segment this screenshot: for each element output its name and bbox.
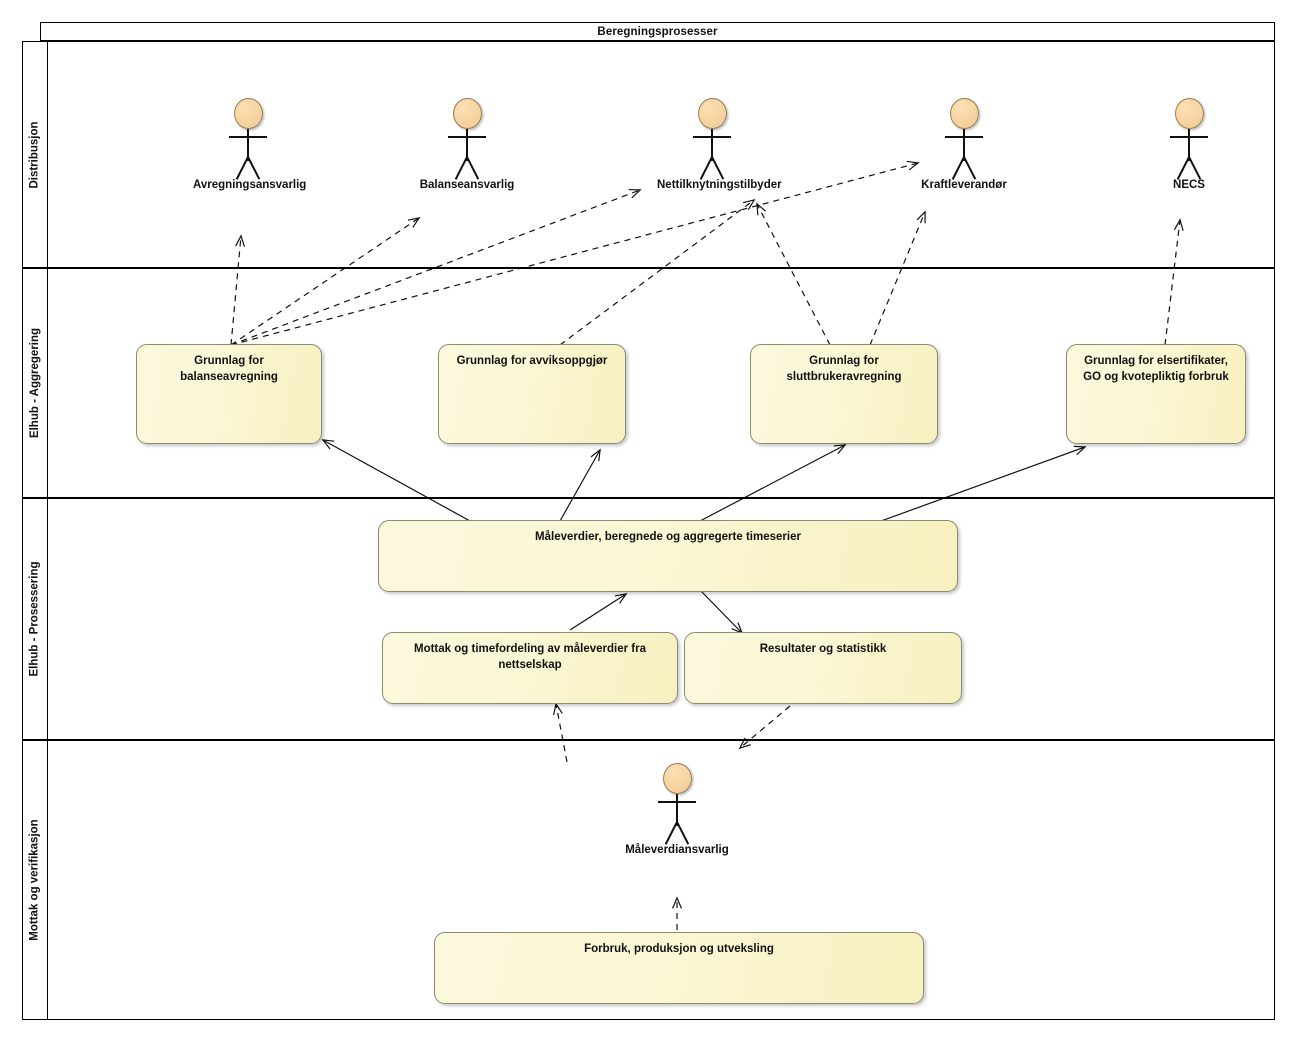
edge-mottak-maleverdier	[569, 593, 628, 631]
edge-balanseavregning-fanout	[230, 160, 920, 346]
actor-label: Kraftleverandør	[921, 179, 1007, 191]
actor-label: NECS	[1173, 179, 1205, 191]
actor-head-icon	[1174, 98, 1204, 129]
actor-label: Avregningsansvarlig	[193, 179, 307, 191]
node-balanseavregning[interactable]: Grunnlag for balanseavregning	[136, 344, 322, 444]
actor-balanseansvarlig[interactable]: Balanseansvarlig	[412, 98, 522, 191]
actor-label: Måleverdiansvarlig	[625, 844, 729, 856]
actor-head-icon	[697, 98, 727, 129]
actor-body-icon	[1159, 129, 1219, 181]
actor-body-icon	[647, 794, 707, 846]
node-label: Resultater og statistikk	[759, 643, 887, 655]
node-label: Grunnlag for balanseavregning	[180, 355, 278, 383]
actor-necs[interactable]: NECS	[1134, 98, 1244, 191]
actor-body-icon	[682, 129, 742, 181]
actor-body-icon	[437, 129, 497, 181]
actor-body-icon	[218, 129, 278, 181]
node-maleverdier[interactable]: Måleverdier, beregnede og aggregerte tim…	[378, 520, 958, 592]
node-forbruk[interactable]: Forbruk, produksjon og utveksling	[434, 932, 924, 1004]
diagram-title: Beregningsprosesser	[40, 22, 1275, 41]
actor-avregningsansvarlig[interactable]: Avregningsansvarlig	[193, 98, 307, 191]
lane-header-verifikasjon: Mottak og verifikasjon	[22, 740, 48, 1020]
lane-label-aggregering: Elhub - Aggregering	[29, 327, 42, 439]
edge-sluttbruker-nettilknytning	[756, 202, 831, 346]
node-label: Måleverdier, beregnede og aggregerte tim…	[535, 531, 801, 543]
node-resultater[interactable]: Resultater og statistikk	[684, 632, 962, 704]
actor-label: Balanseansvarlig	[419, 179, 515, 191]
edge-maleverdiansvarlig-mottak	[553, 702, 568, 763]
edge-maleverdier-elsertifikater	[869, 445, 1087, 526]
edge-sluttbruker-kraftleverandor	[869, 210, 926, 346]
lane-label-distribusjon: Distribusjon	[29, 120, 41, 189]
node-sluttbrukeravregning[interactable]: Grunnlag for sluttbrukeravregning	[750, 344, 938, 444]
node-label: Grunnlag for avviksoppgjør	[456, 355, 608, 367]
actor-head-icon	[233, 98, 263, 129]
edge-maleverdier-resultater	[699, 589, 744, 635]
actor-body-icon	[934, 129, 994, 181]
lane-label-verifikasjon: Mottak og verifikasjon	[29, 819, 42, 941]
lane-header-aggregering: Elhub - Aggregering	[22, 268, 48, 498]
edge-avviksoppgjor-nettilknytning	[559, 198, 756, 346]
node-label: Grunnlag for sluttbrukeravregning	[786, 355, 902, 383]
actor-maleverdiansvarlig[interactable]: Måleverdiansvarlig	[622, 763, 732, 856]
node-mottak[interactable]: Mottak og timefordeling av måleverdier f…	[382, 632, 678, 704]
lane-label-prosessering: Elhub - Prosessering	[29, 561, 41, 677]
actor-head-icon	[452, 98, 482, 129]
node-label: Forbruk, produksjon og utveksling	[584, 943, 774, 955]
edge-maleverdier-balanseavregning	[321, 439, 471, 522]
actor-head-icon	[662, 763, 692, 794]
edge-maleverdier-avviksoppgjor	[559, 448, 601, 522]
node-label: Grunnlag for elsertifikater, GO og kvote…	[1083, 355, 1229, 383]
actor-nettilknytningstilbyder[interactable]: Nettilknytningstilbyder	[657, 98, 782, 191]
actor-kraftleverandor[interactable]: Kraftleverandør	[909, 98, 1019, 191]
edge-maleverdier-sluttbruker	[699, 444, 847, 522]
node-avviksoppgjor[interactable]: Grunnlag for avviksoppgjør	[438, 344, 626, 444]
lane-header-prosessering: Elhub - Prosessering	[22, 498, 48, 740]
actor-head-icon	[949, 98, 979, 129]
node-elsertifikater[interactable]: Grunnlag for elsertifikater, GO og kvote…	[1066, 344, 1246, 444]
node-label: Mottak og timefordeling av måleverdier f…	[414, 643, 646, 671]
actor-label: Nettilknytningstilbyder	[657, 179, 782, 191]
lane-header-distribusjon: Distribusjon	[22, 41, 48, 268]
edge-elsertifikater-necs	[1164, 218, 1184, 346]
